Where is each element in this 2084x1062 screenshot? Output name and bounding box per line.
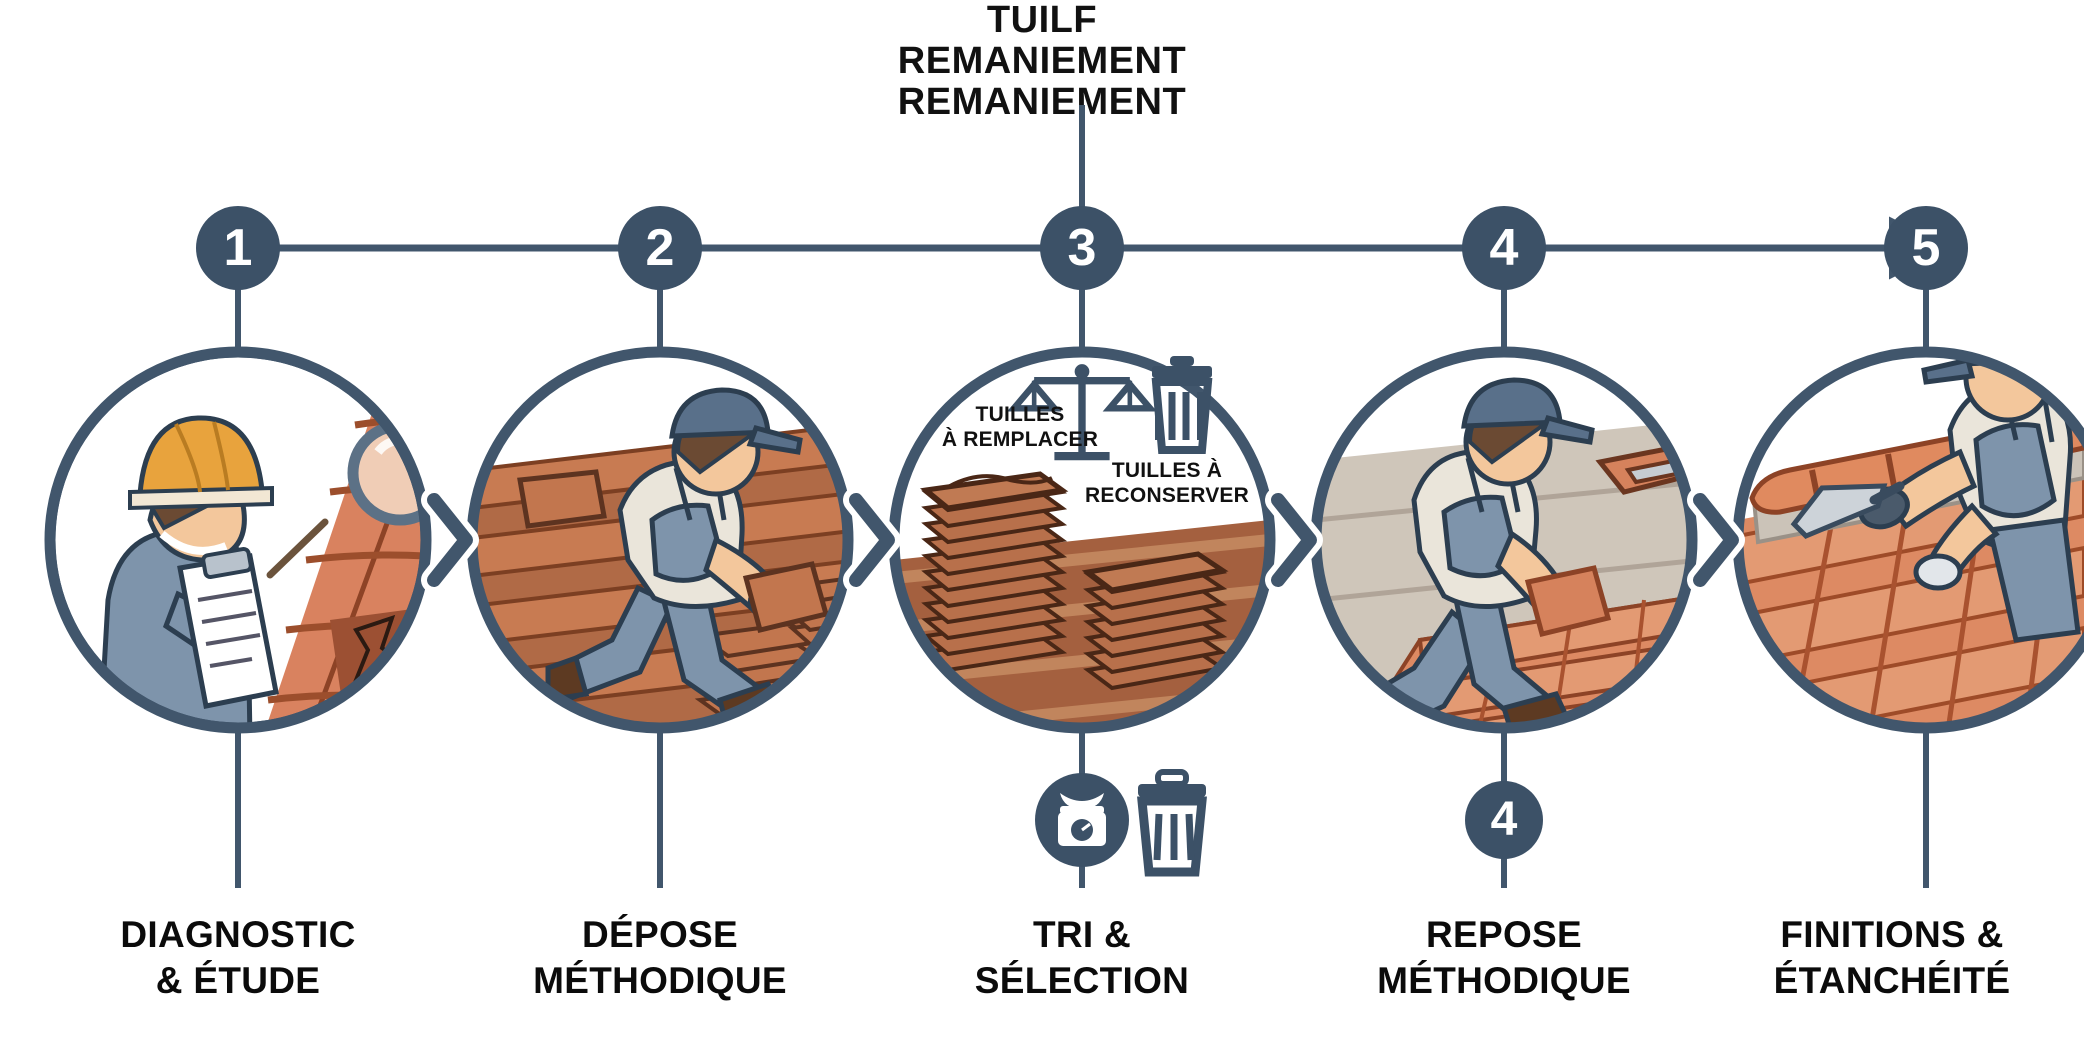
chevron-right-icon-2 bbox=[843, 487, 901, 593]
balance-scale-icon bbox=[1006, 364, 1158, 461]
kitchen-scale-badge bbox=[1035, 773, 1129, 867]
caption-step-2: DÉPOSE MÉTHODIQUE bbox=[460, 912, 860, 1004]
tile-stack-to-keep bbox=[1081, 551, 1229, 691]
label-tiles-to-keep-line1: TUILLES À bbox=[1111, 459, 1223, 482]
worker-layer bbox=[1339, 377, 1595, 728]
worker-finisher bbox=[1858, 352, 2081, 643]
caption-step-2-line1: DÉPOSE bbox=[581, 914, 738, 955]
caption-step-3: TRI & SÉLECTION bbox=[882, 912, 1282, 1004]
tile-being-placed bbox=[1524, 565, 1612, 638]
label-tiles-to-keep: TUILLES À RECONSERVER bbox=[1062, 458, 1272, 508]
trash-bin-icon-small bbox=[1151, 356, 1213, 454]
chevron-right-icon-3 bbox=[1265, 487, 1323, 593]
tile-being-removed bbox=[742, 561, 830, 634]
caption-step-3-line1: TRI & bbox=[1032, 914, 1132, 955]
step-chip-4-duplicate[interactable]: 4 bbox=[1465, 781, 1543, 859]
chevron-right-icon-4 bbox=[1687, 487, 1745, 593]
caption-step-2-line2: MÉTHODIQUE bbox=[533, 960, 787, 1001]
step-chip-4[interactable]: 4 bbox=[1462, 206, 1546, 290]
caption-step-5: FINITIONS & ÉTANCHÉITÉ bbox=[1700, 912, 2084, 1004]
caption-step-3-line2: SÉLECTION bbox=[974, 960, 1190, 1001]
caption-step-5-line1: FINITIONS & bbox=[1780, 914, 2004, 955]
chevron-right-icon-1 bbox=[421, 487, 479, 593]
trash-bin-icon-big bbox=[1137, 769, 1207, 877]
caption-step-4: REPOSE MÉTHODIQUE bbox=[1304, 912, 1704, 1004]
illustration-step-5 bbox=[1738, 352, 2084, 728]
circle-frame-step-1 bbox=[44, 346, 432, 734]
label-tiles-to-keep-line2: RECONSERVER bbox=[1084, 484, 1250, 507]
label-tiles-to-replace-line2: À REMPLACER bbox=[941, 428, 1099, 451]
step-chip-2[interactable]: 2 bbox=[618, 206, 702, 290]
caption-step-4-line1: REPOSE bbox=[1425, 914, 1582, 955]
caption-step-5-line2: ÉTANCHÉITÉ bbox=[1773, 960, 2011, 1001]
caption-step-4-line2: MÉTHODIQUE bbox=[1377, 960, 1631, 1001]
step-chip-1[interactable]: 1 bbox=[196, 206, 280, 290]
illustration-step-4 bbox=[1316, 352, 1692, 728]
clipboard-icon bbox=[177, 546, 279, 709]
step-chip-3[interactable]: 3 bbox=[1040, 206, 1124, 290]
caption-step-1-line1: DIAGNOSTIC bbox=[120, 914, 356, 955]
label-tiles-to-replace-line1: TUILLES bbox=[975, 403, 1065, 426]
caption-step-1: DIAGNOSTIC & ÉTUDE bbox=[38, 912, 438, 1004]
label-tiles-to-replace: TUILLES À REMPLACER bbox=[920, 402, 1120, 452]
trowel-icon-finish bbox=[1790, 481, 1905, 539]
caption-step-1-line2: & ÉTUDE bbox=[155, 960, 321, 1001]
step-chip-5[interactable]: 5 bbox=[1884, 206, 1968, 290]
tile-stack-to-replace bbox=[919, 471, 1069, 673]
